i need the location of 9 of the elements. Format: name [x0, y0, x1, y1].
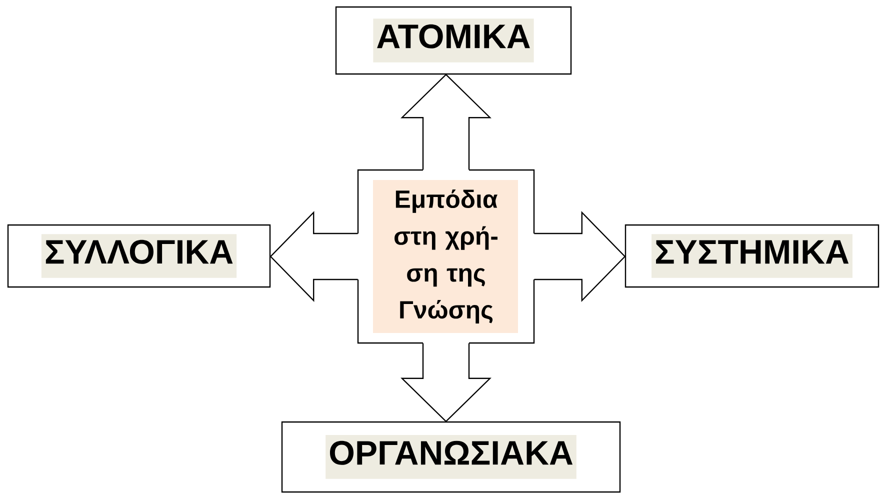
block-arrow: [534, 211, 626, 302]
block-arrow: [400, 74, 492, 170]
category-box: ΟΡΓΑΝΩΣΙΑΚΑ: [281, 421, 621, 493]
category-box: ΣΥΣΤΗΜΙΚΑ: [624, 224, 880, 288]
category-box: ΑΤΟΜΙΚΑ: [335, 6, 572, 75]
text-box: Εμπόδια στη χρή- ση της Γνώσης: [373, 180, 518, 333]
block-arrow: [270, 211, 358, 302]
category-box: ΣΥΛΛΟΓΙΚΑ: [7, 224, 271, 288]
block-arrow: [400, 342, 492, 422]
